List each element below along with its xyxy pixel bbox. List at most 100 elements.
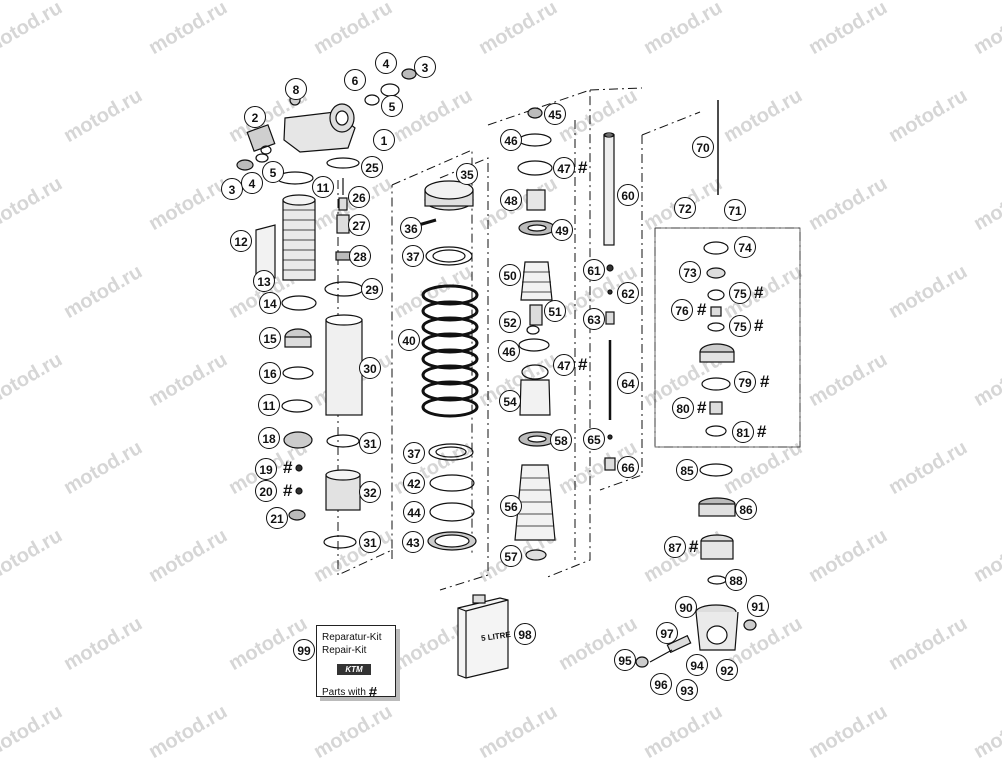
callout-14[interactable]: 14 xyxy=(259,292,281,314)
callout-47[interactable]: 47 xyxy=(553,354,575,376)
callout-29[interactable]: 29 xyxy=(361,278,383,300)
callout-28[interactable]: 28 xyxy=(349,245,371,267)
callout-75[interactable]: 75 xyxy=(729,315,751,337)
callout-12[interactable]: 12 xyxy=(230,230,252,252)
callout-3[interactable]: 3 xyxy=(221,178,243,200)
callout-54[interactable]: 54 xyxy=(499,390,521,412)
callout-81[interactable]: 81 xyxy=(732,421,754,443)
callout-42[interactable]: 42 xyxy=(403,472,425,494)
callout-4[interactable]: 4 xyxy=(375,52,397,74)
callout-13[interactable]: 13 xyxy=(253,270,275,292)
callout-37[interactable]: 37 xyxy=(402,245,424,267)
hash-mark: # xyxy=(578,158,588,177)
callout-47[interactable]: 47 xyxy=(553,157,575,179)
callout-90[interactable]: 90 xyxy=(675,596,697,618)
callout-95[interactable]: 95 xyxy=(614,649,636,671)
callout-74[interactable]: 74 xyxy=(734,236,756,258)
callout-48[interactable]: 48 xyxy=(500,189,522,211)
hash-mark: # xyxy=(697,398,707,417)
callout-88[interactable]: 88 xyxy=(725,569,747,591)
callout-50[interactable]: 50 xyxy=(499,264,521,286)
hash-mark: # xyxy=(754,316,764,335)
callout-32[interactable]: 32 xyxy=(359,481,381,503)
callout-99[interactable]: 99 xyxy=(293,639,315,661)
callout-25[interactable]: 25 xyxy=(361,156,383,178)
callout-4[interactable]: 4 xyxy=(241,172,263,194)
callout-5[interactable]: 5 xyxy=(381,95,403,117)
callout-19[interactable]: 19 xyxy=(255,458,277,480)
callout-37[interactable]: 37 xyxy=(403,442,425,464)
callout-56[interactable]: 56 xyxy=(500,495,522,517)
callout-16[interactable]: 16 xyxy=(259,362,281,384)
hash-mark: # xyxy=(757,422,767,441)
callout-71[interactable]: 71 xyxy=(724,199,746,221)
callout-51[interactable]: 51 xyxy=(544,300,566,322)
callout-52[interactable]: 52 xyxy=(499,311,521,333)
ktm-logo: KTM xyxy=(337,664,371,675)
callout-86[interactable]: 86 xyxy=(735,498,757,520)
repair-kit-box: Reparatur-Kit Repair-Kit KTM Parts with … xyxy=(316,625,396,701)
callout-97[interactable]: 97 xyxy=(656,622,678,644)
callout-94[interactable]: 94 xyxy=(686,654,708,676)
callout-20[interactable]: 20 xyxy=(255,480,277,502)
callout-73[interactable]: 73 xyxy=(679,261,701,283)
callout-79[interactable]: 79 xyxy=(734,371,756,393)
callout-62[interactable]: 62 xyxy=(617,282,639,304)
kit-parts-with-label: Parts with # xyxy=(322,684,378,701)
callout-92[interactable]: 92 xyxy=(716,659,738,681)
callout-93[interactable]: 93 xyxy=(676,679,698,701)
callout-18[interactable]: 18 xyxy=(258,427,280,449)
callout-85[interactable]: 85 xyxy=(676,459,698,481)
callout-63[interactable]: 63 xyxy=(583,308,605,330)
callout-98[interactable]: 98 xyxy=(514,623,536,645)
callout-61[interactable]: 61 xyxy=(583,259,605,281)
callout-11[interactable]: 11 xyxy=(312,176,334,198)
hash-mark: # xyxy=(283,458,293,477)
callout-91[interactable]: 91 xyxy=(747,595,769,617)
hash-mark: # xyxy=(760,372,770,391)
callout-87[interactable]: 87 xyxy=(664,536,686,558)
callout-40[interactable]: 40 xyxy=(398,329,420,351)
callout-3[interactable]: 3 xyxy=(414,56,436,78)
callout-46[interactable]: 46 xyxy=(498,340,520,362)
kit-label-de: Reparatur-Kit xyxy=(322,632,382,643)
callout-1[interactable]: 1 xyxy=(373,129,395,151)
callout-2[interactable]: 2 xyxy=(244,106,266,128)
callout-66[interactable]: 66 xyxy=(617,456,639,478)
callout-45[interactable]: 45 xyxy=(544,103,566,125)
callout-76[interactable]: 76 xyxy=(671,299,693,321)
callout-43[interactable]: 43 xyxy=(402,531,424,553)
hash-mark: # xyxy=(697,300,707,319)
kit-label-en: Repair-Kit xyxy=(322,645,367,656)
callout-65[interactable]: 65 xyxy=(583,428,605,450)
callout-27[interactable]: 27 xyxy=(348,214,370,236)
callout-36[interactable]: 36 xyxy=(400,217,422,239)
callout-44[interactable]: 44 xyxy=(403,501,425,523)
callout-75[interactable]: 75 xyxy=(729,282,751,304)
hash-mark: # xyxy=(283,481,293,500)
callout-26[interactable]: 26 xyxy=(348,186,370,208)
callout-11[interactable]: 11 xyxy=(258,394,280,416)
callout-30[interactable]: 30 xyxy=(359,357,381,379)
callout-15[interactable]: 15 xyxy=(259,327,281,349)
hash-mark: # xyxy=(578,355,588,374)
callout-64[interactable]: 64 xyxy=(617,372,639,394)
callout-70[interactable]: 70 xyxy=(692,136,714,158)
callout-58[interactable]: 58 xyxy=(550,429,572,451)
callout-80[interactable]: 80 xyxy=(672,397,694,419)
callout-60[interactable]: 60 xyxy=(617,184,639,206)
callout-46[interactable]: 46 xyxy=(500,129,522,151)
callout-72[interactable]: 72 xyxy=(674,197,696,219)
callout-6[interactable]: 6 xyxy=(344,69,366,91)
callout-31[interactable]: 31 xyxy=(359,432,381,454)
callout-57[interactable]: 57 xyxy=(500,545,522,567)
callout-5[interactable]: 5 xyxy=(262,161,284,183)
callout-96[interactable]: 96 xyxy=(650,673,672,695)
callout-31[interactable]: 31 xyxy=(359,531,381,553)
callout-35[interactable]: 35 xyxy=(456,163,478,185)
callout-8[interactable]: 8 xyxy=(285,78,307,100)
hash-mark: # xyxy=(689,537,699,556)
callout-21[interactable]: 21 xyxy=(266,507,288,529)
callout-49[interactable]: 49 xyxy=(551,219,573,241)
